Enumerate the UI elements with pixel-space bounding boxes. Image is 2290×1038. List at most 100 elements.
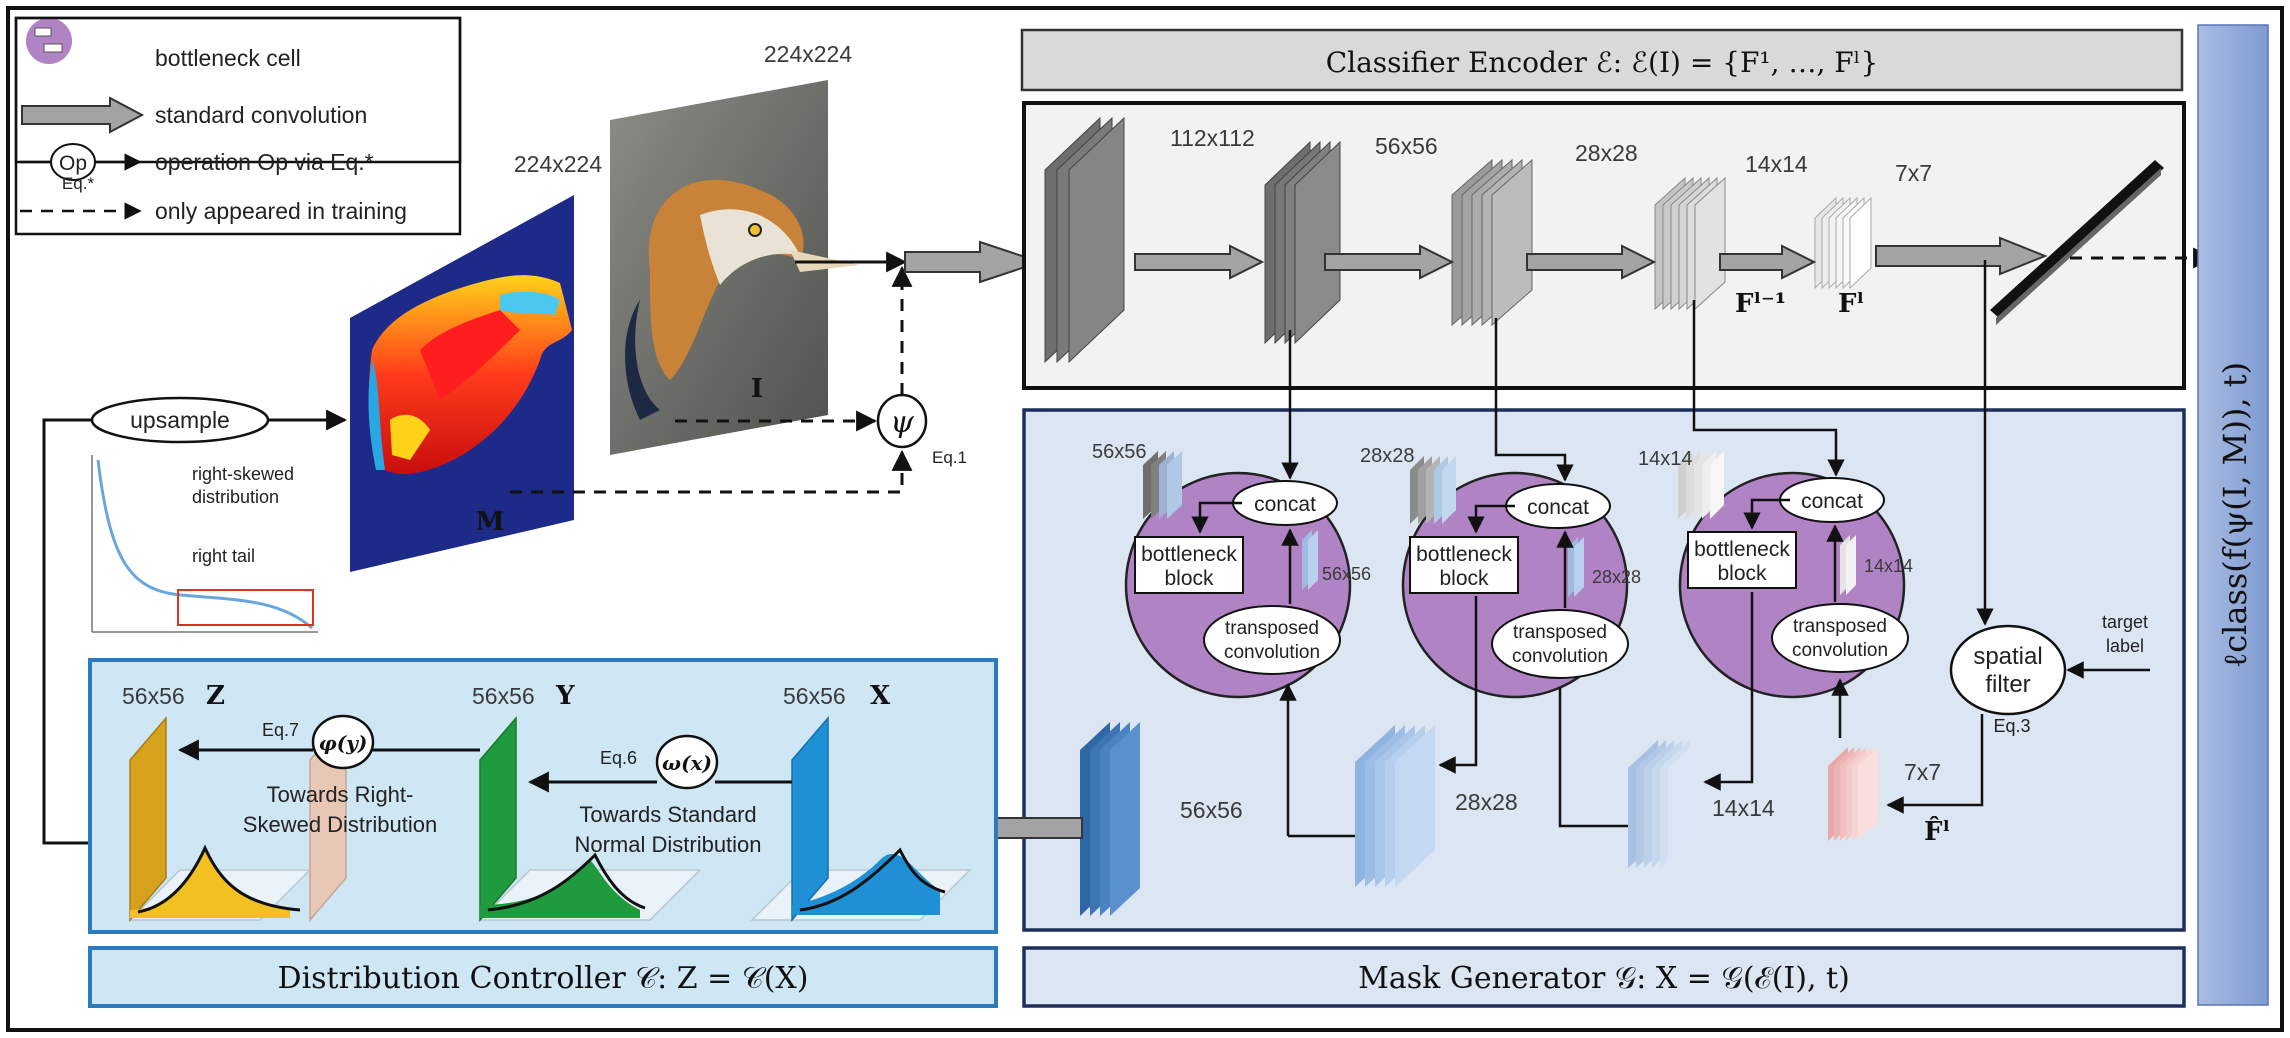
generator-title-bar [1022,946,2186,1008]
svg-text:56x56: 56x56 [1180,797,1243,823]
bottleneck-cell-icon [26,18,72,64]
svg-text:28x28: 28x28 [1575,140,1638,166]
svg-text:transposed: transposed [1793,616,1887,637]
svg-text:right-skewed: right-skewed [192,464,294,484]
svg-text:spatial: spatial [1973,643,2042,670]
svg-text:bottleneck: bottleneck [1141,543,1237,566]
image-label: I [751,374,763,404]
loss-label: ℓclass(f(ψ(I, M)), t) [2216,362,2254,668]
svg-text:56x56: 56x56 [122,683,185,709]
legend-training-text: only appeared in training [155,198,407,224]
svg-text:filter: filter [1985,671,2030,698]
phi-node [311,714,375,770]
svg-text:target: target [2102,612,2148,632]
svg-text:φ(y): φ(y) [319,731,368,755]
omega-node [655,734,719,790]
mask-label: M [476,507,505,537]
y-panel [478,715,702,923]
svg-text:56x56: 56x56 [472,683,535,709]
encoder-stack-3 [1451,158,1533,327]
input-conv-arrow [904,240,1044,284]
svg-text:28x28: 28x28 [1360,445,1415,467]
decoder-stack-14 [1628,740,1698,868]
svg-text:concat: concat [1801,490,1863,513]
legend-bottleneck-text: bottleneck cell [155,45,301,71]
svg-text:Towards Standard: Towards Standard [579,802,756,827]
encoder-stack-1 [1044,116,1125,364]
x-panel [750,715,972,923]
svg-text:ω(x): ω(x) [662,751,712,775]
svg-text:28x28: 28x28 [1592,567,1641,587]
svg-text:56x56: 56x56 [1375,133,1438,159]
svg-text:Eq.1: Eq.1 [932,448,967,467]
svg-text:distribution: distribution [192,487,279,507]
svg-text:28x28: 28x28 [1455,789,1518,815]
svg-text:convolution: convolution [1224,642,1320,663]
svg-text:Eq.7: Eq.7 [262,720,299,740]
svg-text:14x14: 14x14 [1638,448,1693,470]
encoder-stack-4 [1654,176,1726,311]
image-size-label: 224x224 [764,41,852,67]
svg-text:X: X [870,681,891,711]
svg-text:56x56: 56x56 [1092,441,1147,463]
legend: bottleneck cell standard convolution Op … [14,16,462,224]
svg-text:Skewed Distribution: Skewed Distribution [243,812,437,837]
svg-text:block: block [1717,562,1767,585]
standard-convolution-icon [21,96,145,134]
svg-text:concat: concat [1527,496,1589,519]
svg-text:Eq.3: Eq.3 [1993,716,2030,736]
svg-text:upsample: upsample [130,407,230,433]
svg-text:convolution: convolution [1512,646,1608,667]
svg-text:right tail: right tail [192,546,255,566]
svg-text:Eq.6: Eq.6 [600,748,637,768]
svg-text:bottleneck: bottleneck [1416,543,1512,566]
svg-text:convolution: convolution [1792,640,1888,661]
svg-text:7x7: 7x7 [1904,759,1941,785]
svg-text:14x14: 14x14 [1864,556,1913,576]
svg-text:56x56: 56x56 [1322,564,1371,584]
svg-text:Eq.*: Eq.* [62,174,95,193]
svg-text:bottleneck: bottleneck [1694,538,1790,561]
svg-text:label: label [2106,636,2144,656]
fc-layer [1990,160,2164,325]
f-last-label: Fˡ [1838,289,1864,319]
spatial-filter-node [1949,624,2067,716]
svg-text:Y: Y [555,681,575,711]
skew-distribution-plot: right-skewed distribution right tail [91,455,318,633]
z-panel [128,715,347,923]
encoder-stack-5 [1814,196,1872,290]
encoder-stack-2 [1264,140,1341,345]
svg-text:56x56: 56x56 [783,683,846,709]
encoder-title: Classifier Encoder ℰ: ℰ(I) = {F¹, …, Fˡ} [1326,46,1879,79]
loss-bar [2197,24,2269,1006]
svg-text:Normal Distribution: Normal Distribution [574,832,761,857]
f-prev-label: Fˡ⁻¹ [1735,289,1786,319]
svg-text:112x112: 112x112 [1170,125,1255,151]
svg-text:14x14: 14x14 [1745,151,1808,177]
generator-title: Mask Generator 𝒢: X = 𝒢(ℰ(I), t) [1358,961,1850,996]
bottleneck-cell-1: concat bottleneck block transposed convo… [1092,441,1371,699]
decoder-stack-56 [1080,722,1140,916]
f-hat-label: F̂ˡ [1924,816,1950,847]
controller-title-bar [88,946,998,1008]
svg-text:concat: concat [1254,493,1316,516]
svg-text:transposed: transposed [1513,622,1607,643]
legend-op-text: operation Op via Eq.* [155,149,374,175]
mask-size-label: 224x224 [514,151,602,177]
svg-text:Op: Op [59,152,87,175]
svg-text:Z: Z [206,681,225,711]
encoder-title-bar [1020,28,2184,92]
decoder-stack-28 [1355,725,1435,887]
svg-text:ψ: ψ [890,405,914,440]
legend-conv-text: standard convolution [155,102,367,128]
svg-text:block: block [1439,567,1489,590]
svg-text:14x14: 14x14 [1712,795,1775,821]
svg-text:Towards Right-: Towards Right- [267,782,414,807]
bottleneck-cell-2: concat bottleneck block transposed convo… [1360,445,1641,699]
decoder-stack-7 [1828,747,1878,841]
controller-title: Distribution Controller 𝒞: Z = 𝒞(X) [278,961,809,996]
mask-heatmap: 224x224 M [350,151,602,572]
bottleneck-cell-3: concat bottleneck block transposed convo… [1638,448,1913,699]
svg-text:block: block [1164,567,1214,590]
